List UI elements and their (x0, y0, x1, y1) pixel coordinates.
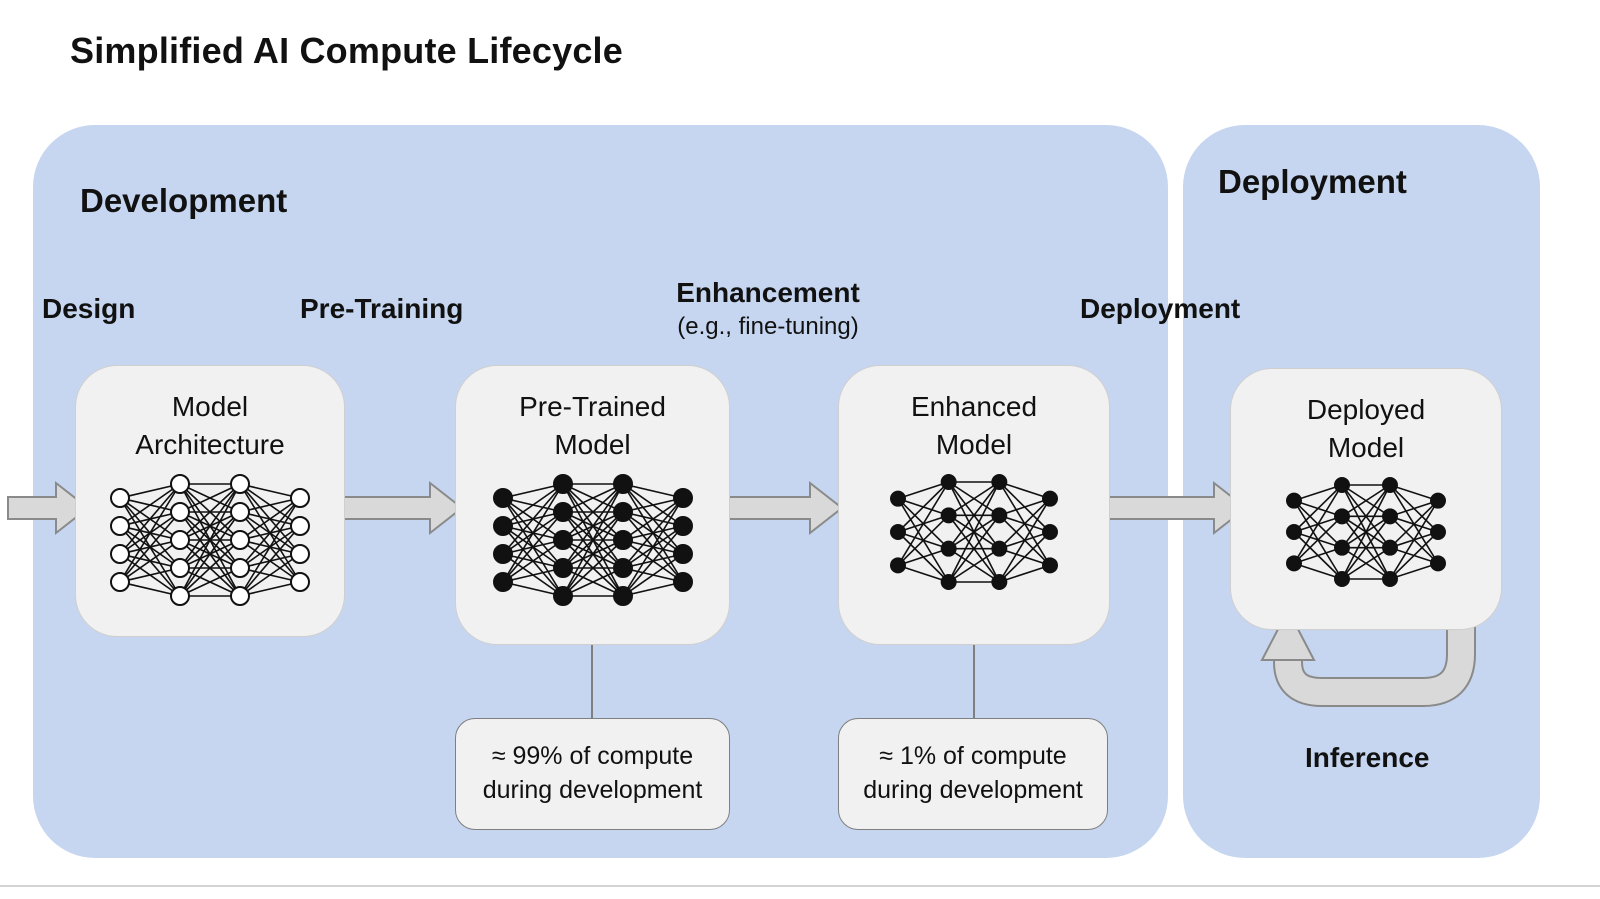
input-arrow (7, 480, 90, 536)
page-bottom-divider (0, 885, 1600, 887)
stage-enhancement-sublabel: (e.g., fine-tuning) (677, 313, 859, 340)
inference-loop-arrow (1260, 602, 1476, 707)
pretraining-compute-text: ≈ 99% of compute during development (482, 742, 703, 804)
pretraining-arrow (339, 480, 464, 536)
inference-label: Inference (1305, 742, 1430, 773)
enhancement-arrow (713, 480, 844, 536)
enhanced-model-label: Enhanced Model (910, 391, 1038, 460)
inference-loop-body (1275, 602, 1474, 705)
deployed-model-box: Deployed Model (1230, 368, 1502, 630)
enhancement-compute-text: ≈ 1% of compute during development (863, 742, 1083, 804)
neural-network-outline-icon (110, 473, 310, 606)
model-architecture-box: Model Architecture (75, 365, 345, 637)
stage-enhancement-group: Enhancement (e.g., fine-tuning) (628, 277, 908, 341)
diagram-title: Simplified AI Compute Lifecycle (70, 30, 623, 71)
deployed-model-label: Deployed Model (1306, 394, 1426, 463)
neural-network-small-filled-icon (890, 473, 1058, 590)
enhancement-note-connector (973, 644, 975, 719)
pre-trained-model-label: Pre-Trained Model (519, 391, 666, 460)
stage-design-label: Design (42, 293, 136, 324)
deployment-container-label: Deployment (1218, 163, 1407, 200)
model-architecture-label: Model Architecture (135, 391, 285, 460)
neural-network-filled-icon (492, 473, 693, 606)
pretraining-note-connector (591, 644, 593, 719)
deployment-arrow (1097, 480, 1248, 536)
pre-trained-model-box: Pre-Trained Model (455, 365, 730, 645)
stage-pretraining-label: Pre-Training (300, 293, 464, 324)
neural-network-small-filled-icon (1286, 476, 1446, 587)
enhancement-compute-note: ≈ 1% of compute during development (838, 718, 1108, 830)
inference-loop-arrowhead (1260, 607, 1316, 661)
pretraining-compute-note: ≈ 99% of compute during development (455, 718, 730, 830)
stage-enhancement-label: Enhancement (676, 277, 860, 308)
development-label: Development (80, 182, 288, 219)
enhanced-model-box: Enhanced Model (838, 365, 1110, 645)
stage-deployment-label: Deployment (1080, 293, 1241, 324)
